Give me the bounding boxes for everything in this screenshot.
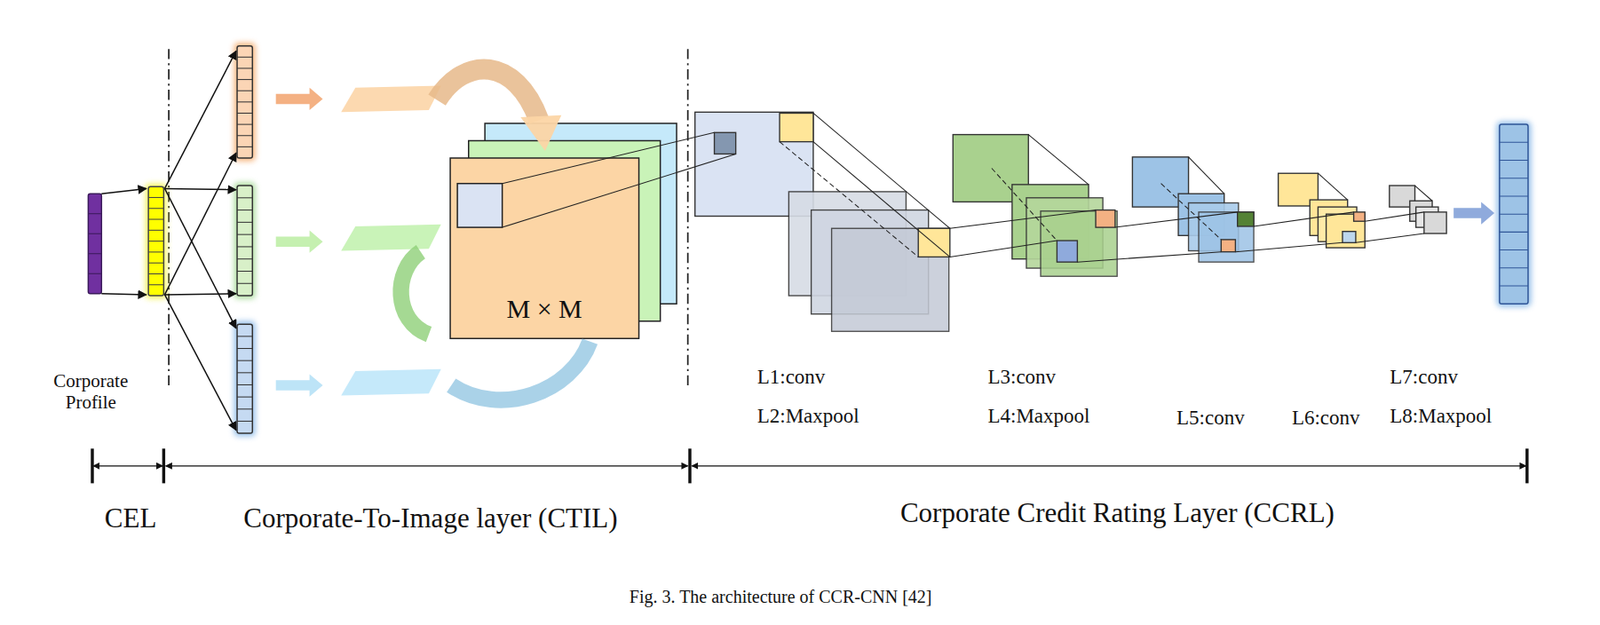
side-label: Corporate Profile — [34, 370, 147, 413]
image-stack — [450, 123, 677, 339]
layer-label: L5:conv — [1176, 406, 1245, 430]
vector-bar — [237, 185, 253, 296]
vector-cell — [1499, 177, 1529, 179]
figure-caption: Fig. 3. The architecture of CCR-CNN [42] — [629, 586, 933, 608]
vector-bar — [237, 324, 253, 434]
vector-cell — [237, 258, 253, 260]
vector-cell — [237, 335, 253, 337]
vector-cell — [237, 396, 253, 398]
vector-cell — [1499, 231, 1529, 233]
section-label: Corporate-To-Image layer (CTIL) — [243, 502, 618, 535]
layer-label: L2:Maxpool — [757, 404, 860, 428]
vector-cell — [148, 219, 164, 221]
vector-cell — [237, 197, 253, 199]
vector-cell — [237, 420, 253, 422]
section-label: Corporate Credit Rating Layer (CCRL) — [900, 497, 1335, 530]
vector-cell — [148, 197, 164, 199]
reshape-sheets — [340, 85, 442, 396]
vector-cell — [237, 134, 253, 136]
vector-cell — [148, 240, 164, 242]
vector-cell — [237, 124, 253, 126]
vector-cell — [1499, 249, 1529, 251]
vector-cell — [87, 233, 102, 235]
box-text: M × M — [506, 293, 582, 325]
vector-cell — [237, 245, 253, 247]
vector-cell — [237, 270, 253, 272]
vector-cell — [237, 101, 253, 103]
receptive-field-lines — [502, 112, 1433, 262]
vector-cell — [237, 283, 253, 285]
vector-cell — [1499, 159, 1529, 161]
vector-cell — [237, 408, 253, 410]
vector-cell — [237, 348, 253, 349]
vector-cell — [1499, 267, 1529, 269]
section-label: CEL — [104, 502, 158, 535]
feature-vectors — [87, 46, 1529, 434]
vector-cell — [237, 79, 253, 80]
layer-label: L6:conv — [1291, 406, 1361, 430]
layer-label: L7:conv — [1389, 365, 1458, 389]
layer-label: L1:conv — [757, 365, 826, 389]
vector-cell — [237, 209, 253, 211]
span-bar — [92, 448, 1528, 484]
vector-cell — [1499, 285, 1529, 287]
vector-cell — [148, 207, 164, 209]
vector-cell — [237, 360, 253, 362]
output-arrow — [1453, 201, 1495, 224]
vector-cell — [237, 90, 253, 92]
curved-arrows — [401, 69, 591, 401]
vector-bar — [1499, 124, 1529, 304]
vector-cell — [237, 67, 253, 69]
vector-cell — [237, 372, 253, 373]
vector-cell — [237, 146, 253, 148]
vector-cell — [148, 251, 164, 253]
vector-cell — [87, 273, 102, 275]
vector-cell — [87, 213, 102, 214]
vector-cell — [1499, 213, 1529, 215]
image-box: M × M — [450, 158, 640, 339]
vector-cell — [237, 384, 253, 386]
vector-bar — [148, 186, 164, 296]
vector-cell — [1499, 142, 1529, 143]
vector-cell — [237, 221, 253, 223]
feature-maps — [695, 111, 1447, 332]
vector-glows — [145, 42, 1532, 436]
vector-cell — [148, 262, 164, 264]
vector-cell — [237, 112, 253, 114]
layer-label: L3:conv — [987, 365, 1056, 389]
vector-bar — [87, 193, 102, 294]
vector-cell — [87, 253, 102, 254]
layer-label: L4:Maxpool — [987, 404, 1090, 428]
layer-label: L8:Maxpool — [1389, 404, 1492, 428]
vector-cell — [148, 284, 164, 286]
vector-cell — [148, 273, 164, 275]
vector-cell — [237, 56, 253, 58]
vector-cell — [237, 234, 253, 236]
block-arrows — [276, 87, 324, 397]
vector-bar — [237, 46, 253, 159]
vector-cell — [148, 229, 164, 231]
vector-cell — [1499, 195, 1529, 197]
